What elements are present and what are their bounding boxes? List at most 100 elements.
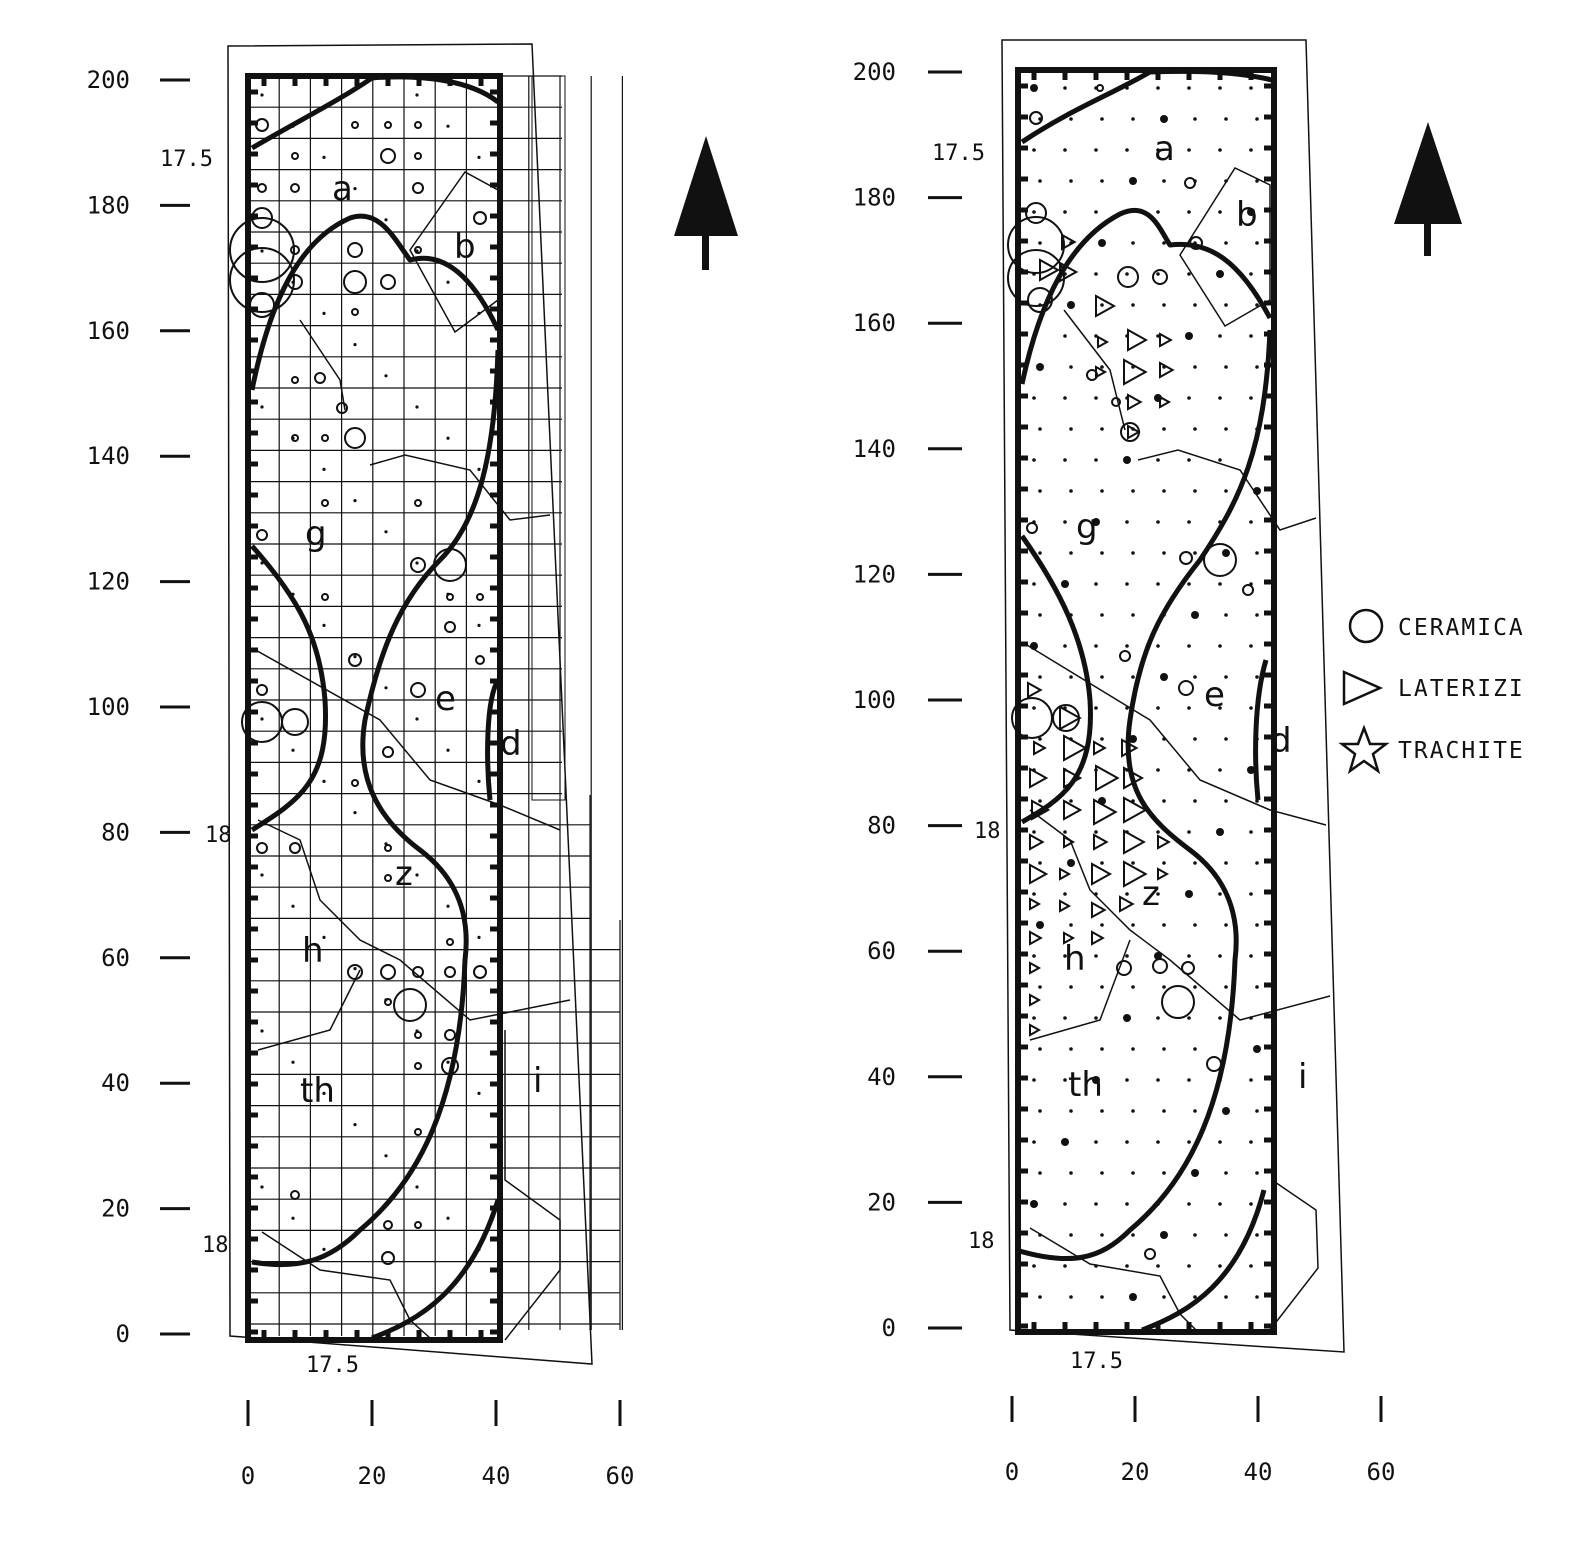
- stipple-dot: [1187, 86, 1191, 90]
- contour-bottom: [371, 1199, 501, 1341]
- stipple-dot: [1160, 673, 1168, 681]
- stipple-dot: [1193, 117, 1197, 121]
- stipple-dot: [1249, 396, 1253, 400]
- ceramica-circle-icon: [251, 207, 273, 229]
- find-dot: [322, 935, 326, 940]
- y-tick-label: 160: [87, 317, 130, 345]
- stipple-dot: [1255, 613, 1259, 617]
- ceramica-circle-icon: [1206, 1056, 1222, 1072]
- y-tick-label: 120: [853, 560, 896, 588]
- y-tick: 60: [101, 944, 190, 972]
- stipple-dot: [1069, 117, 1073, 121]
- stipple-dot: [1218, 1140, 1222, 1144]
- laterizi-triangle-icon: [1063, 734, 1088, 762]
- ceramica-circle-icon: [1116, 960, 1132, 976]
- ceramica-circle-icon: [475, 655, 485, 665]
- ceramica-circle-icon: [1181, 961, 1195, 975]
- find-dot: [384, 530, 388, 534]
- stipple-dot: [1193, 427, 1197, 431]
- y-tick-label: 40: [867, 1063, 896, 1091]
- stipple-dot: [1032, 148, 1036, 152]
- stipple-dot: [1063, 830, 1067, 834]
- stipple-dot: [1069, 985, 1073, 989]
- stipple-dot: [1156, 830, 1160, 834]
- y-tick-label: 60: [101, 944, 130, 972]
- stipple-dot: [1032, 582, 1036, 586]
- stipple-dot: [1094, 954, 1098, 958]
- laterizi-triangle-icon: [1123, 796, 1148, 824]
- y-tick: 120: [853, 560, 962, 588]
- ceramica-circle-icon: [348, 653, 362, 667]
- stipple-dot: [1255, 861, 1259, 865]
- stipple-dot: [1094, 210, 1098, 214]
- stipple-dot: [1255, 551, 1259, 555]
- stipple-dot: [1193, 737, 1197, 741]
- laterizi-triangle-icon: [1029, 863, 1049, 885]
- ceramica-circle-icon: [289, 842, 301, 854]
- laterizi-triangle-icon: [1059, 899, 1072, 913]
- contour-a-top: [250, 74, 500, 151]
- find-dot: [260, 717, 264, 721]
- laterizi-triangle-icon: [1123, 358, 1148, 386]
- ceramica-circle-icon: [414, 246, 422, 254]
- find-dot: [446, 124, 450, 128]
- stipple-dot: [1100, 117, 1104, 121]
- stipple-dot: [1249, 334, 1253, 338]
- stipple-dot: [1038, 1109, 1042, 1113]
- laterizi-triangle-icon: [1033, 740, 1047, 756]
- stipple-dot: [1069, 923, 1073, 927]
- laterizi-triangle-icon: [1095, 365, 1108, 379]
- contour-label-low: 18: [202, 1233, 229, 1258]
- stipple-dot: [1187, 954, 1191, 958]
- laterizi-triangle-icon: [1157, 834, 1171, 850]
- stipple-dot: [1032, 210, 1036, 214]
- y-tick-label: 80: [867, 812, 896, 840]
- ceramica-circle-icon: [321, 593, 329, 601]
- zone-bottom-outline: [1029, 1227, 1197, 1331]
- right-outer-frame: [1001, 39, 1345, 1353]
- y-tick: 180: [853, 184, 962, 212]
- ceramica-circle-icon: [382, 746, 394, 758]
- stipple-dot: [1063, 1202, 1067, 1206]
- stipple-dot: [1063, 1016, 1067, 1020]
- ceramica-circle-icon: [380, 274, 396, 290]
- zone-d-outline: [251, 647, 561, 831]
- legend: CERAMICA LATERIZI TRACHITE: [1338, 608, 1523, 775]
- zone-label-z: z: [395, 854, 413, 894]
- stipple-dot: [1069, 427, 1073, 431]
- find-dot: [353, 499, 357, 503]
- laterizi-triangle-icon: [1029, 930, 1043, 946]
- y-tick-label: 120: [87, 568, 130, 596]
- stipple-dot: [1067, 859, 1075, 867]
- stipple-dot: [1094, 582, 1098, 586]
- zone-b-outline: [1179, 167, 1271, 328]
- stipple-dot: [1187, 272, 1191, 276]
- stipple-dot: [1187, 1264, 1191, 1268]
- stipple-dot: [1094, 1140, 1098, 1144]
- stipple-dot: [1092, 1076, 1100, 1084]
- stipple-dot: [1191, 611, 1199, 619]
- ceramica-circle-icon: [1161, 985, 1195, 1019]
- left-outer-frame-2: [531, 75, 566, 801]
- find-dot: [322, 467, 326, 471]
- find-dot: [477, 311, 481, 315]
- stipple-dot: [1162, 861, 1166, 865]
- ceramica-circle-icon: [414, 1062, 422, 1070]
- stipple-dot: [1100, 427, 1104, 431]
- zone-label-i: i: [533, 1061, 542, 1101]
- y-tick-label: 100: [87, 693, 130, 721]
- stipple-dot: [1069, 179, 1073, 183]
- y-tick: 200: [853, 58, 962, 86]
- y-tick-label: 200: [87, 66, 130, 94]
- contour-label-low: 18: [968, 1229, 995, 1254]
- stipple-dot: [1224, 1233, 1228, 1237]
- stipple-dot: [1249, 272, 1253, 276]
- stipple-dot: [1193, 861, 1197, 865]
- stipple-dot: [1193, 675, 1197, 679]
- stipple-dot: [1131, 675, 1135, 679]
- stipple-dot: [1125, 954, 1129, 958]
- stipple-dot: [1094, 458, 1098, 462]
- laterizi-triangle-icon: [1059, 261, 1079, 283]
